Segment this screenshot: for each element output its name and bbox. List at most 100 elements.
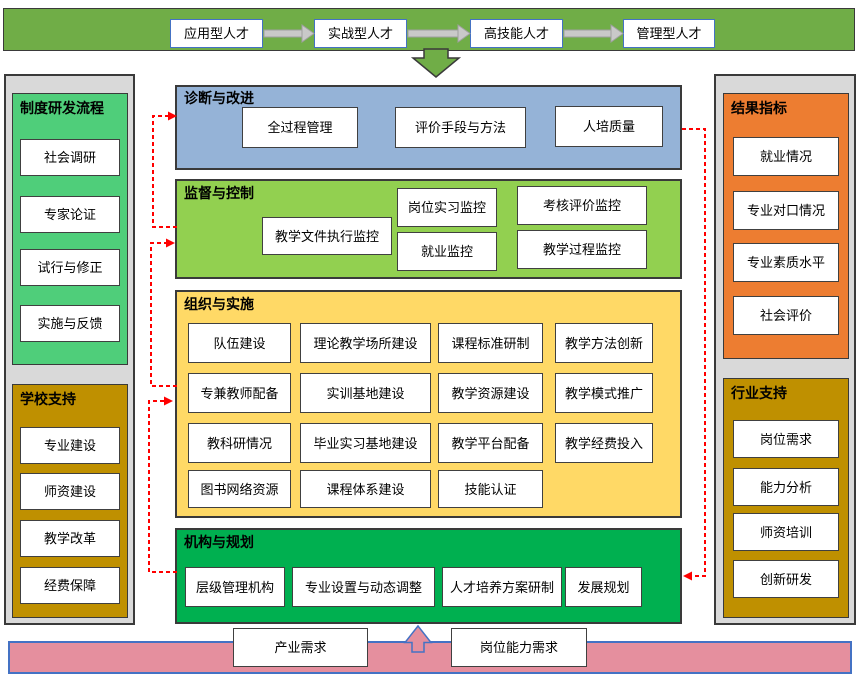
node-label: 就业监控 <box>420 244 473 259</box>
node-applied-talent: 应用型人才 <box>170 19 263 48</box>
node-teaching-funds: 教学经费投入 <box>555 423 653 463</box>
node-teaching-process-monitoring: 教学过程监控 <box>517 230 647 269</box>
node-library-network-resources: 图书网络资源 <box>188 470 291 508</box>
node-professional-quality: 专业素质水平 <box>733 243 839 282</box>
node-talent-quality: 人培质量 <box>555 106 663 147</box>
node-label: 队伍建设 <box>213 335 266 351</box>
node-industry-demand: 产业需求 <box>233 628 368 667</box>
node-label: 岗位需求 <box>759 431 812 447</box>
node-assessment-monitoring: 考核评价监控 <box>517 186 647 225</box>
node-major-relevance: 专业对口情况 <box>733 191 839 230</box>
node-label: 师资建设 <box>43 484 96 499</box>
panel-title: 结果指标 <box>731 100 787 116</box>
node-label: 经费保障 <box>43 578 96 593</box>
node-label: 考核评价监控 <box>542 198 621 213</box>
node-expert-demonstration: 专家论证 <box>20 196 120 233</box>
node-label: 人培质量 <box>582 119 635 134</box>
feedback-connector-diagnosis-to-institution <box>682 128 706 581</box>
node-label: 专业设置与动态调整 <box>304 579 422 595</box>
node-label: 能力分析 <box>759 479 812 495</box>
bottom-demand-bar <box>8 641 852 674</box>
node-label: 专业建设 <box>43 438 96 453</box>
node-label: 课程标准研制 <box>451 335 530 351</box>
node-label: 评价手段与方法 <box>414 120 506 135</box>
node-major-construction: 专业建设 <box>20 427 120 464</box>
node-funding-guarantee: 经费保障 <box>20 567 120 604</box>
node-employment-monitoring: 就业监控 <box>397 232 497 271</box>
node-innovation-rd: 创新研发 <box>733 560 839 598</box>
node-trial-revision: 试行与修正 <box>20 249 120 286</box>
node-post-demand: 岗位需求 <box>733 420 839 458</box>
node-management-talent: 管理型人才 <box>623 19 715 48</box>
node-label: 层级管理机构 <box>195 579 274 595</box>
panel-title: 制度研发流程 <box>20 100 104 116</box>
node-curriculum-system: 课程体系建设 <box>300 470 431 508</box>
node-training-base: 实训基地建设 <box>300 373 431 413</box>
node-internship-monitoring: 岗位实习监控 <box>397 188 497 227</box>
node-label: 管理型人才 <box>636 26 702 41</box>
node-label: 实施与反馈 <box>37 316 103 331</box>
node-teaching-mode-promotion: 教学模式推广 <box>555 373 653 413</box>
node-major-setting-adjustment: 专业设置与动态调整 <box>292 567 435 607</box>
node-label: 课程体系建设 <box>326 481 405 497</box>
panel-title: 组织与实施 <box>184 296 254 312</box>
feedback-connector-institution-to-organization <box>148 396 177 573</box>
node-ability-analysis: 能力分析 <box>733 468 839 506</box>
node-label: 岗位能力需求 <box>479 640 558 655</box>
node-label: 教学文件执行监控 <box>274 228 379 244</box>
node-label: 专业对口情况 <box>746 203 825 218</box>
node-label: 教学改革 <box>43 531 96 546</box>
node-label: 教学模式推广 <box>564 385 643 401</box>
node-teaching-resources: 教学资源建设 <box>438 373 543 413</box>
node-label: 实训基地建设 <box>326 385 405 401</box>
node-practical-talent: 实战型人才 <box>314 19 407 48</box>
feedback-connector-organization-to-supervision <box>150 238 177 387</box>
node-theory-teaching-sites: 理论教学场所建设 <box>300 323 431 363</box>
panel-title: 行业支持 <box>731 385 787 401</box>
node-label: 教科研情况 <box>206 435 272 451</box>
node-label: 社会评价 <box>759 308 812 323</box>
node-evaluation-methods: 评价手段与方法 <box>395 107 526 148</box>
top-talent-bar <box>3 8 855 51</box>
node-implementation-feedback: 实施与反馈 <box>20 305 120 342</box>
node-post-ability-demand: 岗位能力需求 <box>451 628 587 667</box>
node-label: 技能认证 <box>464 481 517 497</box>
node-team-building: 队伍建设 <box>188 323 291 363</box>
node-label: 社会调研 <box>43 150 96 165</box>
node-label: 发展规划 <box>577 579 630 595</box>
node-label: 实战型人才 <box>327 26 393 41</box>
node-social-research: 社会调研 <box>20 139 120 176</box>
node-skilled-talent: 高技能人才 <box>470 19 563 48</box>
node-development-planning: 发展规划 <box>565 567 642 607</box>
panel-title: 监督与控制 <box>184 185 254 201</box>
node-label: 全过程管理 <box>267 120 333 135</box>
node-label: 高技能人才 <box>483 26 549 41</box>
node-graduation-internship-base: 毕业实习基地建设 <box>300 423 431 463</box>
node-label: 就业情况 <box>759 149 812 164</box>
node-teacher-construction: 师资建设 <box>20 473 120 510</box>
node-label: 师资培训 <box>759 524 812 540</box>
node-label: 教学平台配备 <box>451 435 530 451</box>
panel-title: 诊断与改进 <box>184 90 254 106</box>
node-social-evaluation: 社会评价 <box>733 296 839 335</box>
node-research-status: 教科研情况 <box>188 423 291 463</box>
node-curriculum-standards: 课程标准研制 <box>438 323 543 363</box>
node-label: 教学经费投入 <box>564 435 643 451</box>
node-label: 产业需求 <box>274 640 327 655</box>
node-employment-status: 就业情况 <box>733 137 839 176</box>
node-label: 专家论证 <box>43 207 96 222</box>
feedback-connector-supervision-to-diagnosis <box>152 111 177 228</box>
node-skill-certification: 技能认证 <box>438 470 543 508</box>
node-label: 毕业实习基地建设 <box>313 435 418 451</box>
node-hierarchical-management: 层级管理机构 <box>185 567 285 607</box>
node-teaching-platform: 教学平台配备 <box>438 423 543 463</box>
node-teaching-document-monitoring: 教学文件执行监控 <box>262 217 392 255</box>
panel-title: 学校支持 <box>20 391 76 407</box>
node-label: 专兼教师配备 <box>200 385 279 401</box>
node-label: 人才培养方案研制 <box>449 579 554 595</box>
node-label: 教学过程监控 <box>542 242 621 257</box>
panel-title: 机构与规划 <box>184 534 254 550</box>
node-talent-plan-development: 人才培养方案研制 <box>442 567 562 607</box>
node-label: 专业素质水平 <box>746 255 825 270</box>
